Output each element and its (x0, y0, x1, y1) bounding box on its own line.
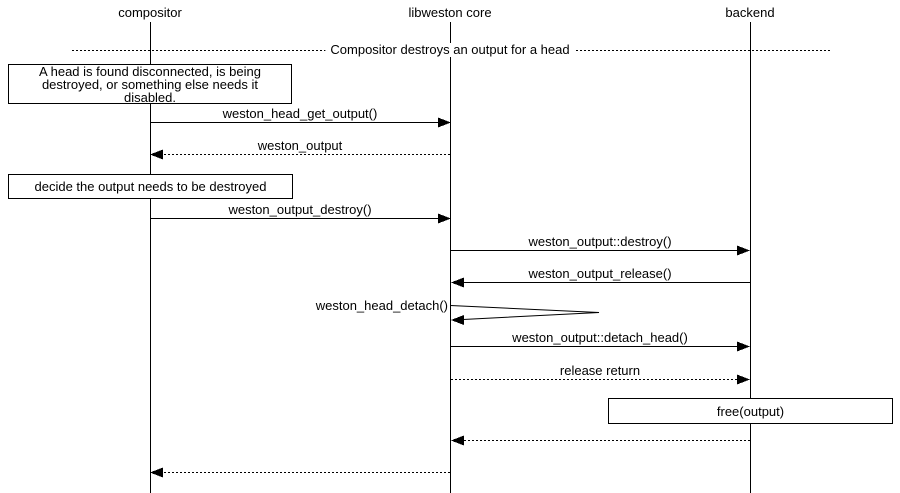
actor-backend: backend (725, 5, 775, 20)
note-line: A head is found disconnected, is being (39, 63, 261, 79)
arrow-weston-head-detach-self (450, 305, 600, 325)
note-line: free(output) (716, 403, 785, 419)
actor-compositor: compositor (118, 5, 182, 20)
arrow-weston-output-detach-head (451, 341, 750, 352)
message-label-weston-output: weston_output (257, 138, 343, 153)
arrow-unlabeled-return-backend (451, 435, 750, 446)
arrow-weston-head-get-output (150, 117, 451, 128)
actor-libweston-core: libweston core (408, 5, 492, 20)
note-line: disabled. (123, 89, 177, 105)
message-label-weston-output-destroy: weston_output_destroy() (228, 202, 372, 217)
arrow-weston-output-release (451, 277, 750, 288)
message-label-weston-output-detach-head: weston_output::detach_head() (512, 330, 688, 345)
message-label-release-return: release return (559, 363, 641, 378)
note-free-output: free(output) (608, 398, 893, 424)
note-decide-destroy: decide the output needs to be destroyed (8, 174, 293, 199)
note-head-disconnected: A head is found disconnected, is being d… (8, 64, 292, 104)
message-label-weston-output-release: weston_output_release() (528, 266, 672, 281)
message-label-weston-output-vfunc-destroy: weston_output::destroy() (528, 234, 672, 249)
arrow-weston-output-return (150, 149, 450, 160)
note-line: decide the output needs to be destroyed (34, 179, 267, 194)
divider-label: Compositor destroys an output for a head (325, 43, 575, 57)
arrow-weston-output-destroy (150, 213, 451, 224)
arrow-unlabeled-return-core (150, 467, 450, 478)
note-line: destroyed, or something else needs it (41, 76, 259, 92)
message-label-weston-head-detach: weston_head_detach() (315, 298, 448, 313)
message-label-weston-head-get-output: weston_head_get_output() (222, 106, 378, 121)
arrow-weston-output-vfunc-destroy (451, 245, 750, 256)
arrow-release-return (451, 374, 750, 385)
